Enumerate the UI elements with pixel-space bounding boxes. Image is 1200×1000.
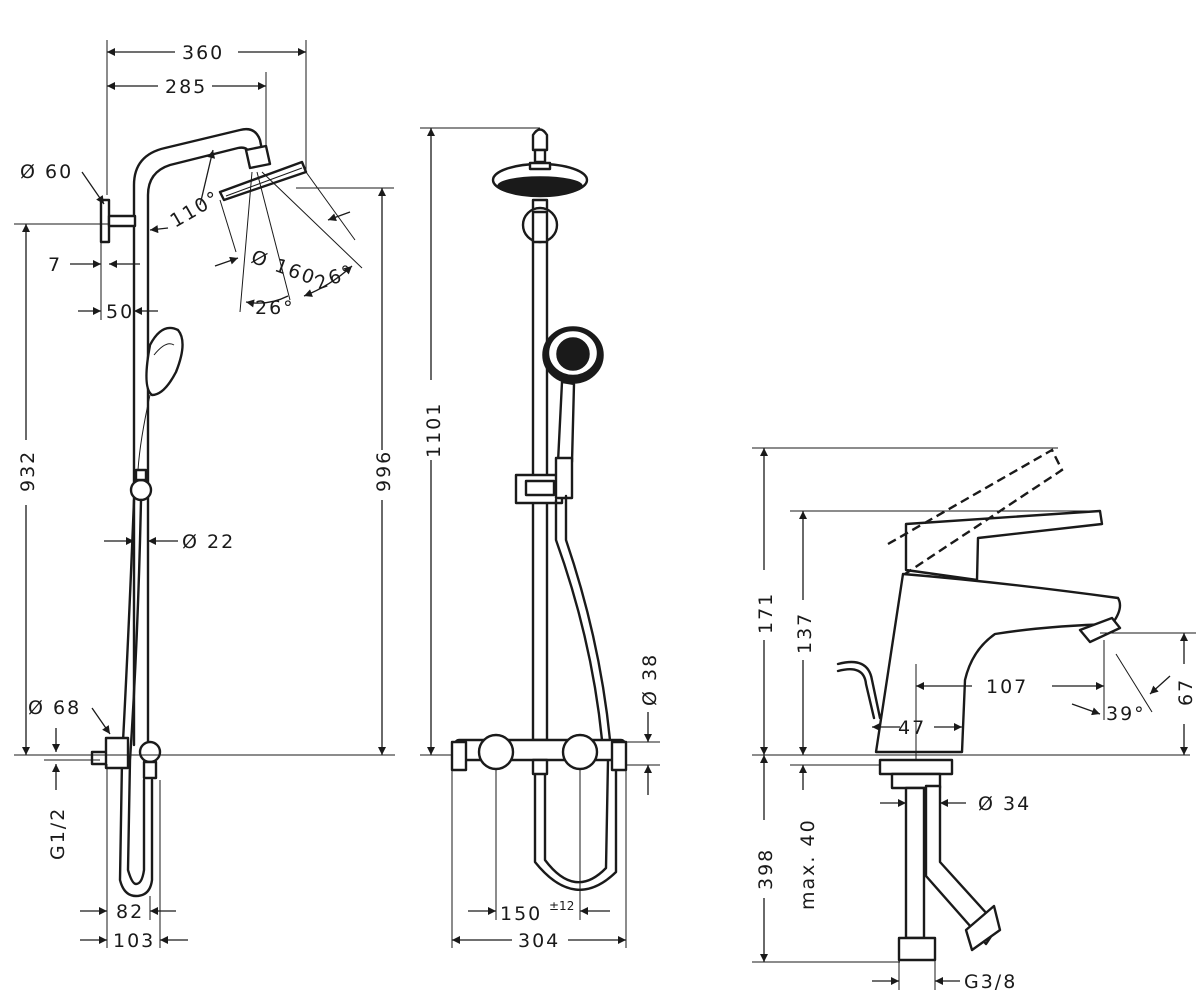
hose-cold [904,786,926,940]
mixer-aerator [1078,616,1122,644]
dim-arm-angle: 110° [167,186,225,232]
hose-nut-hot [964,904,1002,952]
dim-spray-angle-left: 26° [255,297,295,319]
dim-base-dia: 47 [898,717,926,739]
dim-pipe-dia: Ø 22 [182,531,235,553]
dim-riser-length: 932 [17,450,39,492]
dim-wall-to-pipe: 50 [106,301,134,323]
dim-flange-dia: Ø 68 [28,697,81,719]
dim-bar-dia: Ø 38 [639,653,661,706]
shower-front-view: 1101 Ø 38 150 ±12 304 [420,127,661,952]
dim-height-lever: 137 [794,612,816,654]
dim-wall-offset: 7 [48,254,62,276]
basin-mixer-view: 171 137 107 67 39° 47 Ø 34 max. 40 [752,447,1197,993]
dim-connection-offset: 82 [116,901,144,923]
dim-head-dia: Ø 160 [248,246,319,290]
dim-connection-thread: G1/2 [47,807,69,860]
dim-inlet-spacing: 150 [500,903,542,925]
dim-inlet-tolerance: ±12 [549,899,574,913]
dim-hose-thread: G3/8 [964,971,1017,993]
dim-hose-length: 398 [755,848,777,890]
dim-spout-height: 67 [1175,678,1197,706]
dim-wall-bracket-dia: Ø 60 [20,161,73,183]
dim-arm-reach: 285 [165,76,207,98]
dim-height-lever-up: 171 [755,592,777,634]
dim-mixer-width: 304 [518,930,560,952]
hand-shower [145,326,184,397]
mixer-tail [878,758,954,776]
dim-head-height: 996 [373,450,395,492]
dim-spout-angle: 39° [1106,703,1146,725]
mixer-lever-raised [887,448,1064,576]
dim-max-deck-thickness: max. 40 [797,818,819,910]
dim-width-total: 360 [182,42,224,64]
dim-tail-dia: Ø 34 [978,793,1031,815]
front-riser [531,198,549,742]
hose-nut-cold [897,936,937,962]
shower-holder [129,478,153,502]
head-joint [244,144,272,170]
mixer-lever [904,509,1104,582]
side-mixer [104,736,130,770]
dim-total-height: 1101 [423,402,445,458]
shower-side-view: 360 285 Ø 60 110° Ø 160 26° 26° 7 50 [14,40,395,952]
dim-spout-reach: 107 [986,676,1028,698]
dim-connection-depth: 103 [113,930,155,952]
